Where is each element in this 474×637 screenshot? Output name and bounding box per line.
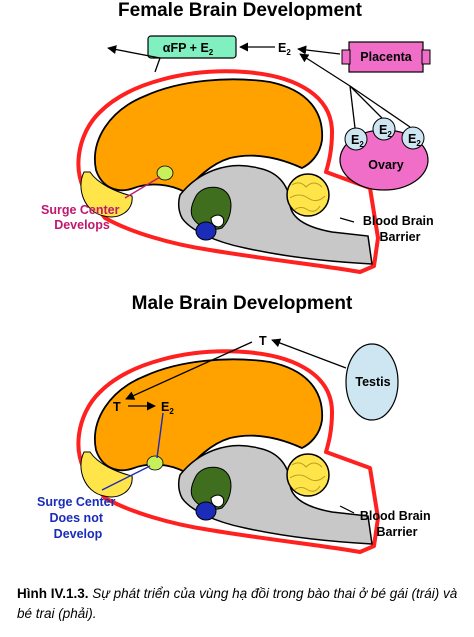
svg-text:E2: E2: [408, 132, 421, 148]
ovary-label: Ovary: [368, 158, 403, 172]
figure-caption: Hình IV.1.3. Sự phát triển của vùng hạ đ…: [17, 584, 462, 624]
male-arrows: [125, 338, 347, 411]
ovary-e2-ball-3: E2: [401, 126, 425, 150]
afp-box: [147, 35, 237, 59]
testis: [345, 343, 399, 421]
brain-development-diagram: Female Brain Development αFP + E2 E2 Pla…: [37, 0, 437, 554]
female-bbb-label: Blood Brain Barrier: [363, 214, 437, 244]
placenta-label: Placenta: [360, 50, 412, 64]
male-t-inner: T: [113, 400, 121, 414]
ovary-e2-ball-2: E2: [372, 117, 396, 141]
afp-label: αFP + E2: [163, 41, 214, 57]
female-surge-pointer: [124, 176, 161, 199]
male-e2-pointer: [156, 412, 164, 459]
male-surge-label: Surge Center Does not Develop: [37, 495, 119, 541]
female-e2-label: E2: [278, 41, 291, 57]
female-title: Female Brain Development: [118, 0, 363, 21]
testis-label: Testis: [355, 375, 390, 389]
caption-label: Hình IV.1.3.: [17, 586, 89, 601]
male-surge-center-spot: [146, 455, 164, 471]
male-surge-pointer: [101, 465, 151, 491]
female-arrows: [107, 42, 411, 129]
male-e2-inner: E2: [161, 400, 174, 416]
svg-text:E2: E2: [351, 133, 364, 149]
female-bbb-pointer: [339, 217, 355, 223]
male-title: Male Brain Development: [132, 293, 353, 314]
male-bbb-label: Blood Brain Barrier: [360, 509, 434, 539]
caption-text: Sự phát triển của vùng hạ đồi trong bào …: [17, 586, 458, 621]
ovary-e2-ball-1: E2: [344, 127, 368, 151]
male-t-label: T: [259, 334, 267, 348]
placenta-box: [341, 41, 431, 73]
male-bbb-pointer: [339, 505, 355, 514]
svg-text:E2: E2: [379, 123, 392, 139]
female-surge-label: Surge Center Develops: [41, 203, 123, 232]
female-surge-center-spot: [156, 165, 174, 181]
